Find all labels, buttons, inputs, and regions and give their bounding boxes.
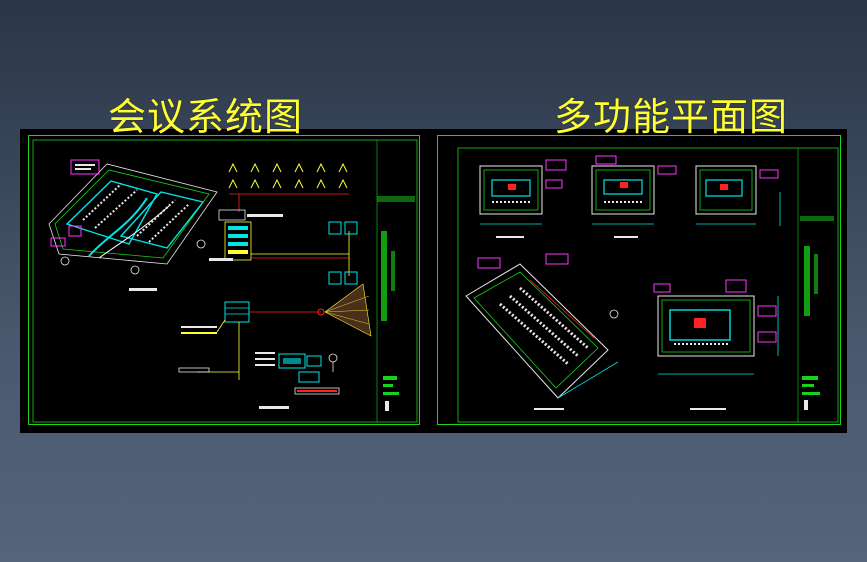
speaker-symbols-row (218, 162, 349, 221)
angled-hall-plan (465, 253, 619, 410)
room-plan-c (695, 165, 781, 226)
meeting-system-drawing (32, 139, 418, 423)
amplifier-and-fan (181, 283, 372, 337)
large-room-plan (653, 279, 779, 410)
title-meeting-system: 会议系统图 (108, 95, 304, 139)
sheet-multifunction-plan (437, 135, 841, 425)
equipment-rack (209, 221, 358, 285)
room-plan-b (591, 155, 677, 238)
sheet-meeting-system (28, 135, 420, 425)
control-equipment (178, 322, 340, 409)
title-block-right (800, 216, 834, 410)
cad-drawing-area (20, 129, 847, 433)
conference-room-plan (48, 159, 218, 291)
multifunction-plan-drawing (457, 147, 839, 423)
title-block-left (377, 196, 415, 411)
title-multifunction-plan: 多功能平面图 (554, 95, 789, 139)
room-plan-a (479, 159, 567, 238)
